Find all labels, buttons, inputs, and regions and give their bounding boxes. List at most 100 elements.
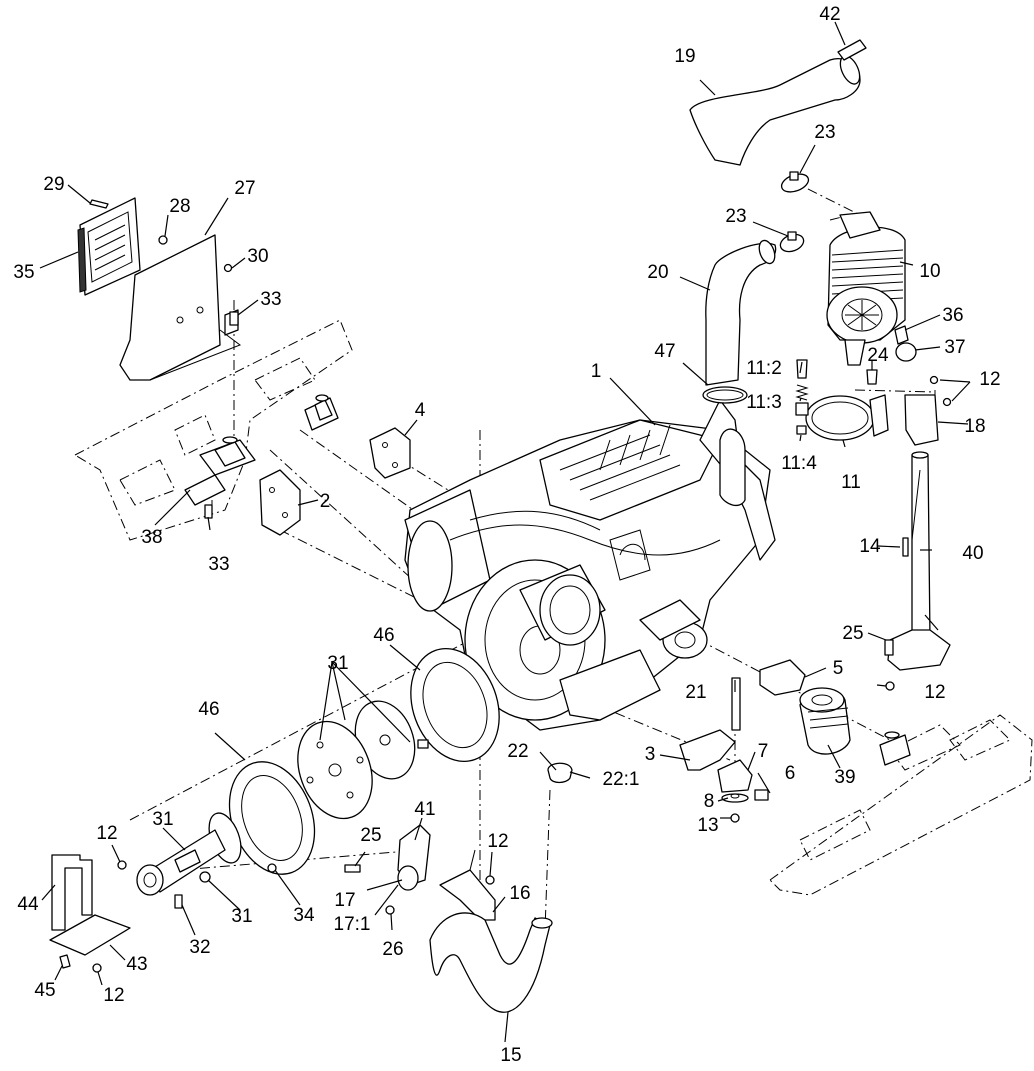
drive-shaft-31 [136, 812, 242, 896]
gasket-46-upper [410, 647, 500, 763]
bolt-24 [866, 369, 878, 385]
bolt-11-2 [796, 359, 808, 379]
callout-12-bottom-left: 12 [103, 985, 124, 1006]
callout-6: 6 [785, 763, 796, 784]
valve-36 [894, 325, 909, 345]
ecu-module [77, 197, 141, 296]
callout-13: 13 [697, 815, 718, 836]
callout-31-shaft: 31 [152, 809, 173, 830]
callout-22-1: 22:1 [603, 769, 640, 790]
hose-clamp-47 [702, 386, 748, 404]
bolt-26 [385, 905, 395, 915]
callout-5: 5 [833, 658, 844, 679]
callout-11-3: 11:3 [746, 392, 782, 413]
callout-17: 17 [334, 890, 355, 911]
washer-8 [721, 793, 749, 803]
hose-clamp-23-upper [780, 171, 810, 193]
isolator-mount-7 [717, 759, 753, 793]
drive-plate-31-middle [297, 720, 373, 820]
callout-11-4: 11:4 [781, 453, 817, 474]
bolt-33-lower [204, 504, 213, 519]
callout-7: 7 [758, 741, 769, 762]
pulley-17 [397, 865, 419, 891]
engine-bracket-3 [679, 729, 736, 771]
callout-14: 14 [859, 536, 881, 557]
callout-22: 22 [507, 741, 528, 762]
support-bracket-18 [904, 394, 939, 446]
callout-42: 42 [819, 4, 840, 25]
callout-12-lower-right: 12 [924, 682, 945, 703]
callout-25-left: 25 [360, 825, 381, 846]
callout-32: 32 [189, 937, 210, 958]
callout-3: 3 [645, 744, 656, 765]
callout-41: 41 [414, 799, 435, 820]
bolt-25-left [344, 864, 361, 873]
callout-37: 37 [944, 337, 965, 358]
engine-bracket-4 [369, 427, 411, 479]
bolt-6 [754, 789, 769, 801]
callout-27: 27 [234, 178, 255, 199]
air-cleaner-10 [826, 211, 906, 366]
callout-30: 30 [247, 246, 268, 267]
clamp-band-11 [805, 394, 889, 441]
callout-labels: 1 2 3 4 5 6 7 8 10 11 11:2 11:3 11:4 12 … [13, 4, 1000, 1066]
callout-8: 8 [704, 791, 715, 812]
callout-20: 20 [647, 262, 668, 283]
callout-43: 43 [126, 954, 147, 975]
engine-mount-left-front [184, 436, 256, 506]
bolt-21 [731, 677, 741, 731]
hose-clamp-22 [547, 762, 573, 784]
bolt-33-upper [229, 311, 239, 326]
callout-11-2: 11:2 [746, 358, 782, 379]
callout-leader-lines [39, 21, 971, 1043]
screw-34 [267, 863, 277, 873]
left-frame-rail-outline [73, 319, 353, 541]
callout-38: 38 [141, 527, 162, 548]
cap-37 [895, 342, 917, 362]
callout-18: 18 [964, 416, 985, 437]
callout-19: 19 [674, 46, 695, 67]
callout-44: 44 [17, 894, 39, 915]
callout-24: 24 [867, 345, 889, 366]
callout-29: 29 [43, 174, 64, 195]
callout-17-1: 17:1 [334, 914, 371, 935]
callout-2: 2 [320, 491, 331, 512]
spring-11-3 [795, 384, 809, 401]
callout-12-upper-right: 12 [979, 369, 1000, 390]
spacer-11-3 [795, 402, 809, 416]
engine-bracket-5 [759, 659, 806, 696]
washer-28 [158, 235, 168, 245]
nut-11-4 [796, 425, 807, 435]
engine-mount-left-rear [304, 394, 339, 431]
engine-bracket-2 [259, 469, 301, 536]
engine-mount-right [879, 731, 911, 766]
callout-16: 16 [509, 883, 530, 904]
callout-33-lower: 33 [208, 554, 229, 575]
nuts-12-right-upper [929, 375, 952, 407]
intake-hose-19 [689, 55, 861, 166]
ecu-bracket [119, 234, 242, 381]
callout-10: 10 [919, 261, 940, 282]
callout-23-upper: 23 [814, 122, 835, 143]
callout-26: 26 [382, 939, 403, 960]
intake-hose-20 [705, 239, 777, 386]
nut-31-lower [199, 871, 211, 883]
callout-47: 47 [654, 341, 675, 362]
callout-39: 39 [834, 767, 855, 788]
callout-21: 21 [685, 682, 706, 703]
nut-12-right-lower [885, 681, 895, 691]
nut-30 [223, 263, 233, 273]
callout-1: 1 [591, 361, 602, 382]
callout-36: 36 [942, 305, 963, 326]
callout-46-lower: 46 [198, 699, 219, 720]
bolt-45 [59, 954, 71, 969]
callout-12-middle: 12 [487, 831, 508, 852]
screw-31-top [417, 739, 429, 749]
hose-clamp-23-lower [779, 231, 805, 253]
plate-43 [49, 914, 131, 956]
nut-13 [730, 813, 740, 823]
callout-40: 40 [962, 543, 983, 564]
callout-4: 4 [415, 400, 426, 421]
engine-assembly [404, 399, 776, 731]
